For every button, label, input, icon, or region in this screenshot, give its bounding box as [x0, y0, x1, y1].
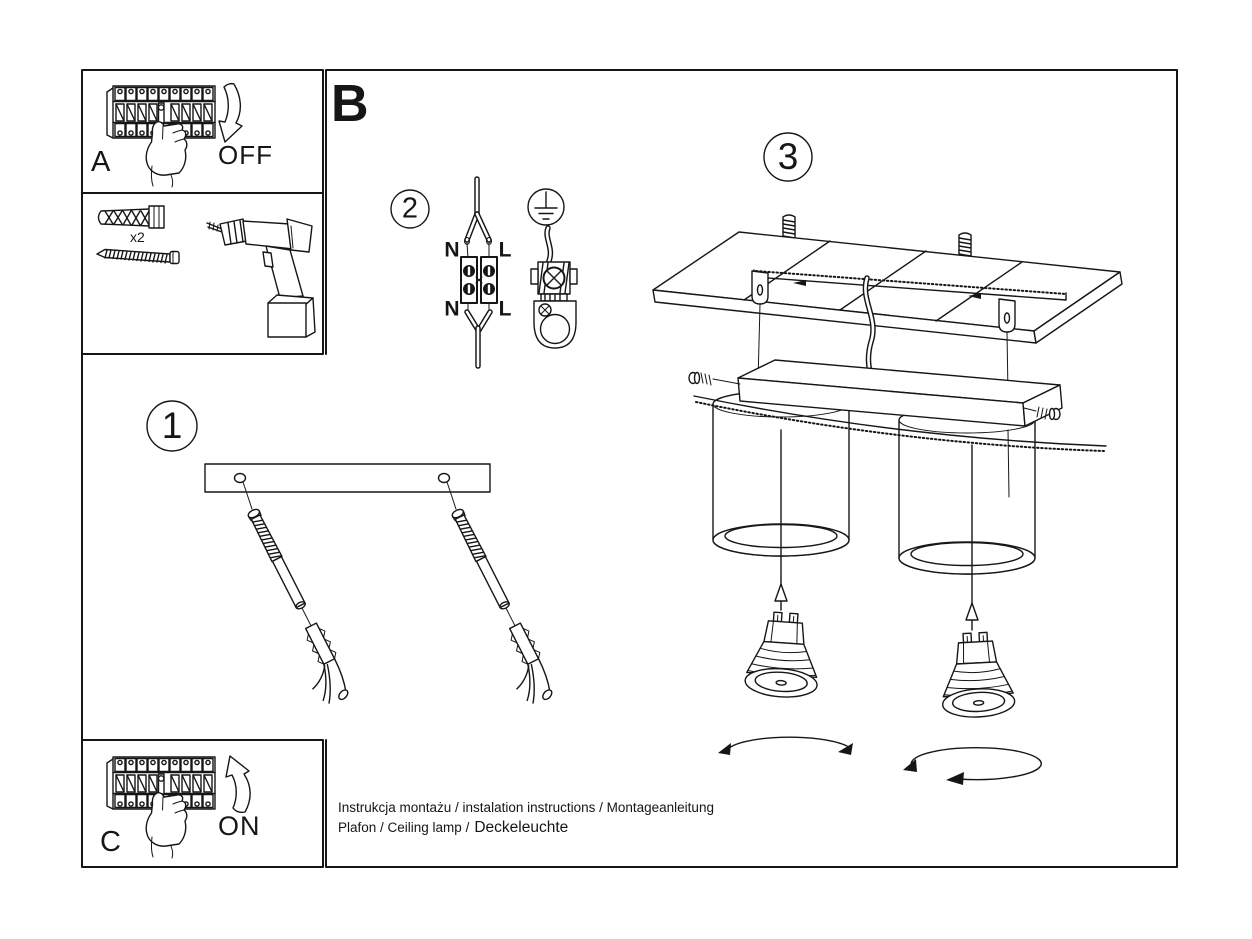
- step-1-badge: [146, 400, 198, 452]
- step-3-badge: [763, 132, 813, 182]
- step-2-number: 2: [401, 192, 419, 225]
- bracket-tab: [751, 270, 769, 305]
- gu10-bulb-icon: [743, 609, 823, 701]
- base-rim: [693, 395, 1107, 447]
- main-frame: [325, 69, 1178, 868]
- footer-line-1: Instrukcja montażu / instalation instruc…: [338, 800, 714, 815]
- wall-anchor-icon: [97, 205, 165, 229]
- rotate-arrow-icon: [718, 736, 853, 755]
- breaker-on-illustration: [106, 755, 251, 859]
- terminal-block: [460, 256, 498, 304]
- earth-clamp-icon: [530, 225, 578, 349]
- step-1-number: 1: [161, 405, 183, 447]
- tools-quantity: x2: [130, 229, 145, 245]
- arrow-down-icon: [218, 82, 243, 143]
- footer-line-2-suffix: Deckeleuchte: [474, 819, 569, 836]
- earth-symbol-icon: [527, 188, 565, 226]
- wiring-label-l-top: L: [498, 238, 512, 262]
- panel-a-label: A: [91, 146, 111, 178]
- wiring-label-l-bottom: L: [498, 297, 512, 321]
- drill-icon: [206, 218, 316, 338]
- panel-a-action: OFF: [218, 140, 273, 170]
- bracket-tab: [998, 298, 1016, 333]
- arrow-up-icon: [225, 755, 251, 814]
- step-3-number: 3: [777, 136, 799, 178]
- gu10-bulb-icon: [938, 630, 1017, 720]
- wiring-label-n-bottom: N: [444, 297, 460, 321]
- insert-arrow: [965, 444, 979, 631]
- breaker-off-illustration: [106, 82, 243, 188]
- screw-anchor-icon: [431, 505, 562, 712]
- footer-line-2: Plafon / Ceiling lamp / Deckeleuchte: [338, 820, 568, 836]
- step3-illustration: [652, 132, 1123, 785]
- panel-c-box: [81, 739, 324, 868]
- side-screw-icon: [688, 371, 741, 386]
- screw-anchor-icon: [227, 505, 358, 712]
- mounting-bracket: [753, 269, 1067, 301]
- screw-icon: [96, 248, 180, 265]
- tools-illustration: [96, 205, 316, 338]
- tools-box: [81, 192, 324, 355]
- side-screw-icon: [1023, 406, 1061, 421]
- panel-c-action: ON: [218, 811, 261, 841]
- step-2-badge: [390, 189, 430, 229]
- step2-wiring-illustration: [390, 176, 578, 369]
- wiring-label-n-top: N: [444, 238, 460, 262]
- insert-arrow: [774, 429, 788, 611]
- step1-illustration: [146, 400, 562, 712]
- frame: [81, 69, 1178, 868]
- footer-line-2-prefix: Plafon / Ceiling lamp /: [338, 820, 470, 835]
- mounting-strip: [204, 463, 491, 493]
- stud-icon: [958, 232, 972, 259]
- lamp-base: [737, 359, 1063, 427]
- panel-c-label: C: [100, 826, 121, 858]
- section-label-b: B: [331, 75, 369, 133]
- rotate-arrow-icon: [903, 746, 1042, 785]
